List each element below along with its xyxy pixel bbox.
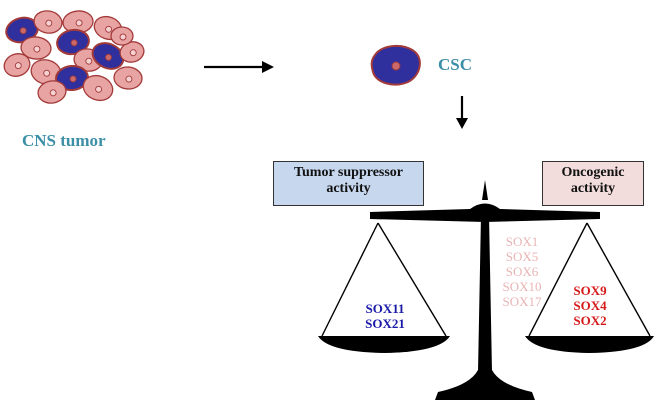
tumor-suppressor-box-line1: Tumor suppressor [293, 165, 404, 180]
right-arrow-icon [204, 61, 274, 73]
oncogenic-box: Oncogenic activity [542, 161, 644, 206]
tumor-suppressor-box: Tumor suppressor activity [273, 161, 424, 206]
tumor-cell-cluster [3, 10, 145, 104]
oncogenic-box-line2: activity [570, 181, 616, 196]
sox-gene-label: SOX9 [573, 283, 607, 298]
sox-gene-label: SOX2 [573, 313, 607, 328]
sox-gene-label: SOX4 [573, 298, 607, 313]
sox-gene-label: SOX1 [505, 234, 539, 249]
tumor-cell-icon [82, 74, 114, 102]
sox-gene-label: SOX11 [365, 301, 405, 316]
csc-label: CSC [438, 55, 473, 74]
oncogenic-sox-list: SOX9 SOX4 SOX2 [560, 283, 620, 328]
down-arrow-icon [456, 96, 468, 129]
tumor-cell-icon [110, 26, 134, 46]
oncogenic-box-line1: Oncogenic [561, 165, 625, 180]
sox-gene-label: SOX6 [505, 264, 539, 279]
tumor-cell-icon [33, 10, 63, 34]
neutral-sox-list: SOX1 SOX5 SOX6 SOX10 SOX17 [495, 234, 549, 309]
stem-cell-icon [55, 64, 89, 92]
balance-scale-icon [318, 180, 654, 400]
tumor-cell-icon [20, 36, 52, 60]
tumor-cell-icon [3, 53, 31, 77]
tumor-cell-icon [37, 80, 67, 104]
sox-gene-label: SOX17 [502, 294, 542, 309]
tumor-cell-icon [119, 41, 145, 63]
sox-gene-label: SOX21 [365, 316, 405, 331]
tumor-suppressor-box-line2: activity [326, 181, 371, 196]
stem-cell-icon [91, 42, 125, 70]
tumor-label: CNS tumor [22, 131, 106, 150]
tumor-cell-icon [113, 66, 143, 90]
sox-gene-label: SOX10 [502, 279, 542, 294]
suppressor-sox-list: SOX11 SOX21 [350, 301, 420, 331]
cancer-stem-cell-icon [370, 45, 421, 86]
sox-gene-label: SOX5 [505, 249, 539, 264]
